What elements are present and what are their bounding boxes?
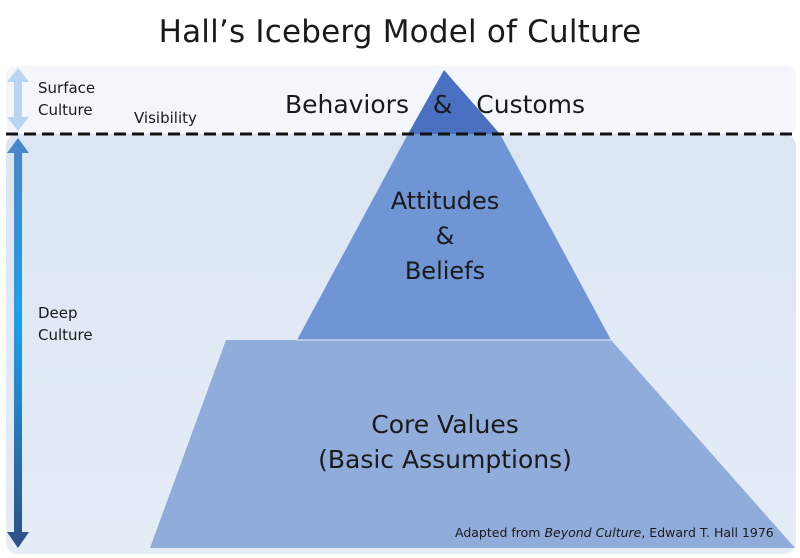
surface-culture-label: Surface Culture	[38, 77, 95, 121]
visibility-label: Visibility	[134, 109, 197, 127]
citation-suffix: , Edward T. Hall 1976	[641, 525, 774, 540]
beliefs-line: Beliefs	[404, 257, 486, 285]
surface-label-line2: Culture	[38, 101, 93, 119]
deep-culture-arrow	[7, 138, 29, 548]
core-values-label: Core Values (Basic Assumptions)	[290, 407, 600, 477]
source-citation: Adapted from Beyond Culture, Edward T. H…	[455, 525, 774, 540]
surface-label-line1: Surface	[38, 79, 96, 97]
deep-label-line2: Culture	[38, 326, 93, 344]
middle-layer-attitudes	[297, 134, 611, 340]
deep-culture-label: Deep Culture	[38, 302, 93, 346]
basic-assumptions-line: (Basic Assumptions)	[318, 445, 572, 474]
deep-label-line1: Deep	[38, 304, 78, 322]
citation-book-title: Beyond Culture	[544, 525, 642, 540]
diagram-title: Hall’s Iceberg Model of Culture	[158, 14, 642, 50]
attitudes-beliefs-label: Attitudes & Beliefs	[340, 184, 550, 289]
surface-region	[6, 66, 796, 134]
core-values-line: Core Values	[371, 410, 519, 439]
bottom-layer-core-values	[150, 340, 795, 548]
citation-prefix: Adapted from	[455, 525, 545, 540]
attitudes-line: Attitudes	[390, 187, 500, 215]
surface-culture-arrow	[7, 68, 29, 131]
tip-layer-behaviors	[408, 70, 500, 134]
ampersand-line: &	[435, 222, 455, 250]
behaviors-customs-label: Behaviors & Customs	[284, 90, 586, 119]
